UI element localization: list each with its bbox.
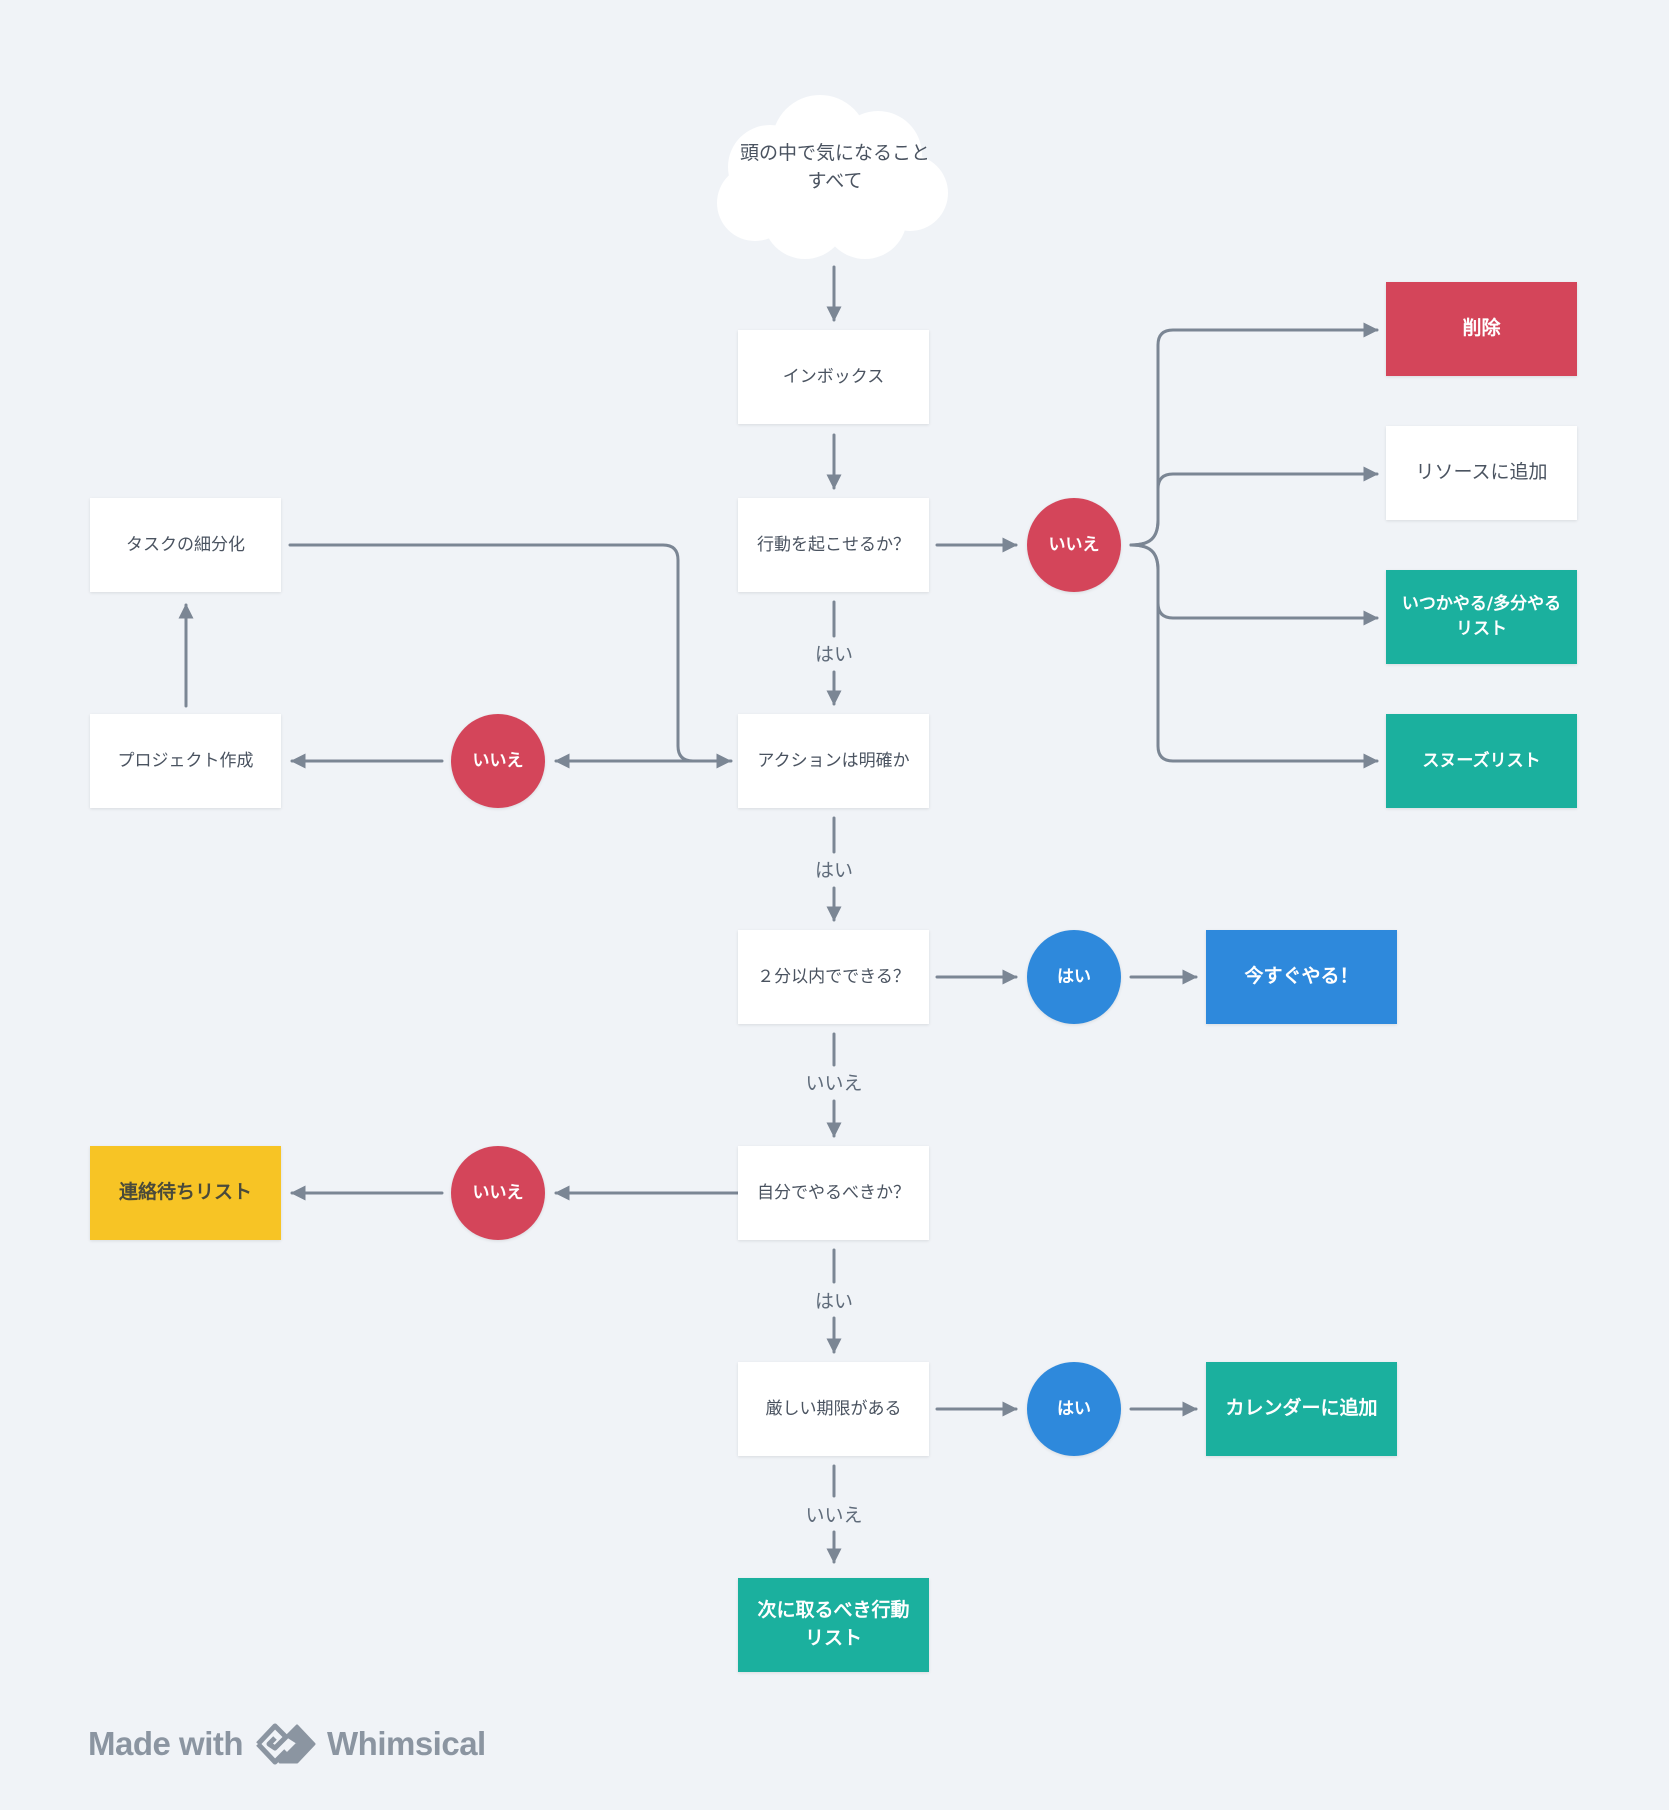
edge-label-actionable-yes: はい <box>811 637 857 669</box>
edge-no-delete <box>1129 322 1379 547</box>
node-breakdown[interactable]: タスクの細分化 <box>90 498 281 592</box>
node-start[interactable]: 頭の中で気になること すべて <box>739 142 930 192</box>
node-delete[interactable]: 削除 <box>1386 282 1577 376</box>
edge-breakdown-clear <box>288 543 732 769</box>
edge-label-deadline-no: いいえ <box>802 1498 866 1530</box>
decision-yes-deadline[interactable]: はい <box>1027 1362 1121 1456</box>
footer-made-with-whimsical[interactable]: Made with Whimsical <box>88 1720 486 1768</box>
node-inbox[interactable]: インボックス <box>738 330 929 424</box>
node-deadline[interactable]: 厳しい期限がある <box>738 1362 929 1456</box>
node-do-now[interactable]: 今すぐやる！ <box>1206 930 1397 1024</box>
node-snooze[interactable]: スヌーズリスト <box>1386 714 1577 808</box>
edge-no-someday <box>1129 543 1379 626</box>
node-actionable[interactable]: 行動を起こせるか？ <box>738 498 929 592</box>
node-two-min[interactable]: ２分以内でできる？ <box>738 930 929 1024</box>
node-resource[interactable]: リソースに追加 <box>1386 426 1577 520</box>
edge-label-two-min-no: いいえ <box>802 1066 866 1098</box>
footer-brand-text: Whimsical <box>327 1725 486 1762</box>
decision-no-self[interactable]: いいえ <box>451 1146 545 1240</box>
cloud-shape <box>717 95 948 259</box>
edge-no-resource <box>1129 466 1379 547</box>
node-project[interactable]: プロジェクト作成 <box>90 714 281 808</box>
edge-label-self-yes: はい <box>811 1284 857 1316</box>
footer-made-with-text: Made with <box>88 1725 244 1762</box>
node-calendar[interactable]: カレンダーに追加 <box>1206 1362 1397 1456</box>
edge-no-snooze <box>1129 543 1379 769</box>
node-self[interactable]: 自分でやるべきか？ <box>738 1146 929 1240</box>
edge-label-clear-yes: はい <box>811 853 857 885</box>
decision-no-actionable[interactable]: いいえ <box>1027 498 1121 592</box>
node-next-actions[interactable]: 次に取るべき行動リスト <box>738 1578 929 1672</box>
decision-no-clear[interactable]: いいえ <box>451 714 545 808</box>
node-waiting[interactable]: 連絡待ちリスト <box>90 1146 281 1240</box>
node-clear-action[interactable]: アクションは明確か <box>738 714 929 808</box>
decision-yes-two-min[interactable]: はい <box>1027 930 1121 1024</box>
whimsical-logo-icon <box>256 1723 316 1765</box>
node-someday[interactable]: いつかやる/多分やるリスト <box>1386 570 1577 664</box>
